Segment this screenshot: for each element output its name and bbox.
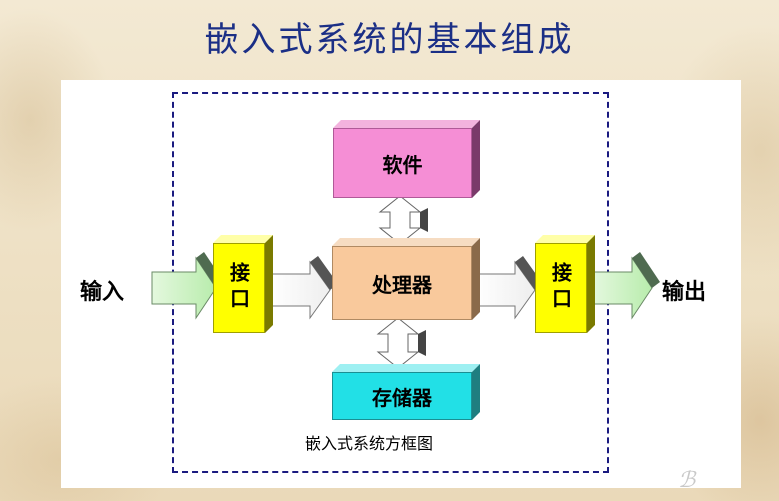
processor-label: 处理器 — [372, 272, 432, 297]
output-arrow — [592, 256, 653, 320]
interface-to-processor-arrow-shadow — [310, 256, 338, 290]
slide-title: 嵌入式系统的基本组成 — [204, 20, 575, 60]
interface-left-label: 接口 — [226, 262, 251, 314]
memory-box-side — [472, 364, 480, 420]
interface-to-processor-arrow — [269, 260, 331, 320]
software-box: 软件 — [333, 128, 472, 198]
output-label: 输出 — [662, 280, 707, 305]
processor-box: 处理器 — [332, 246, 472, 320]
software-box-side — [472, 120, 480, 198]
processor-box-top — [332, 238, 480, 246]
signature-watermark: ℬ — [678, 468, 696, 493]
memory-label: 存储器 — [372, 385, 432, 410]
memory-box: 存储器 — [332, 372, 472, 420]
processor-memory-double-arrow — [376, 317, 420, 369]
processor-memory-double-arrow-shadow — [418, 330, 426, 356]
output-arrow-shadow — [632, 252, 660, 288]
software-processor-double-arrow-shadow — [420, 208, 428, 232]
interface-right-box: 接口 — [535, 243, 587, 333]
processor-box-side — [472, 238, 480, 320]
interface-left-box: 接口 — [213, 243, 265, 333]
input-label: 输入 — [80, 280, 125, 305]
memory-box-top — [332, 364, 480, 372]
diagram-caption: 嵌入式系统方框图 — [305, 434, 434, 453]
processor-to-interface-arrow — [474, 260, 536, 320]
interface-left-box-side — [265, 235, 273, 333]
interface-right-box-side — [587, 235, 595, 333]
interface-right-label: 接口 — [548, 262, 573, 314]
input-arrow — [151, 256, 217, 320]
interface-left-box-top — [213, 235, 273, 243]
software-label: 软件 — [382, 152, 423, 177]
interface-right-box-top — [535, 235, 595, 243]
software-box-top — [333, 120, 480, 128]
software-processor-double-arrow — [378, 195, 422, 245]
